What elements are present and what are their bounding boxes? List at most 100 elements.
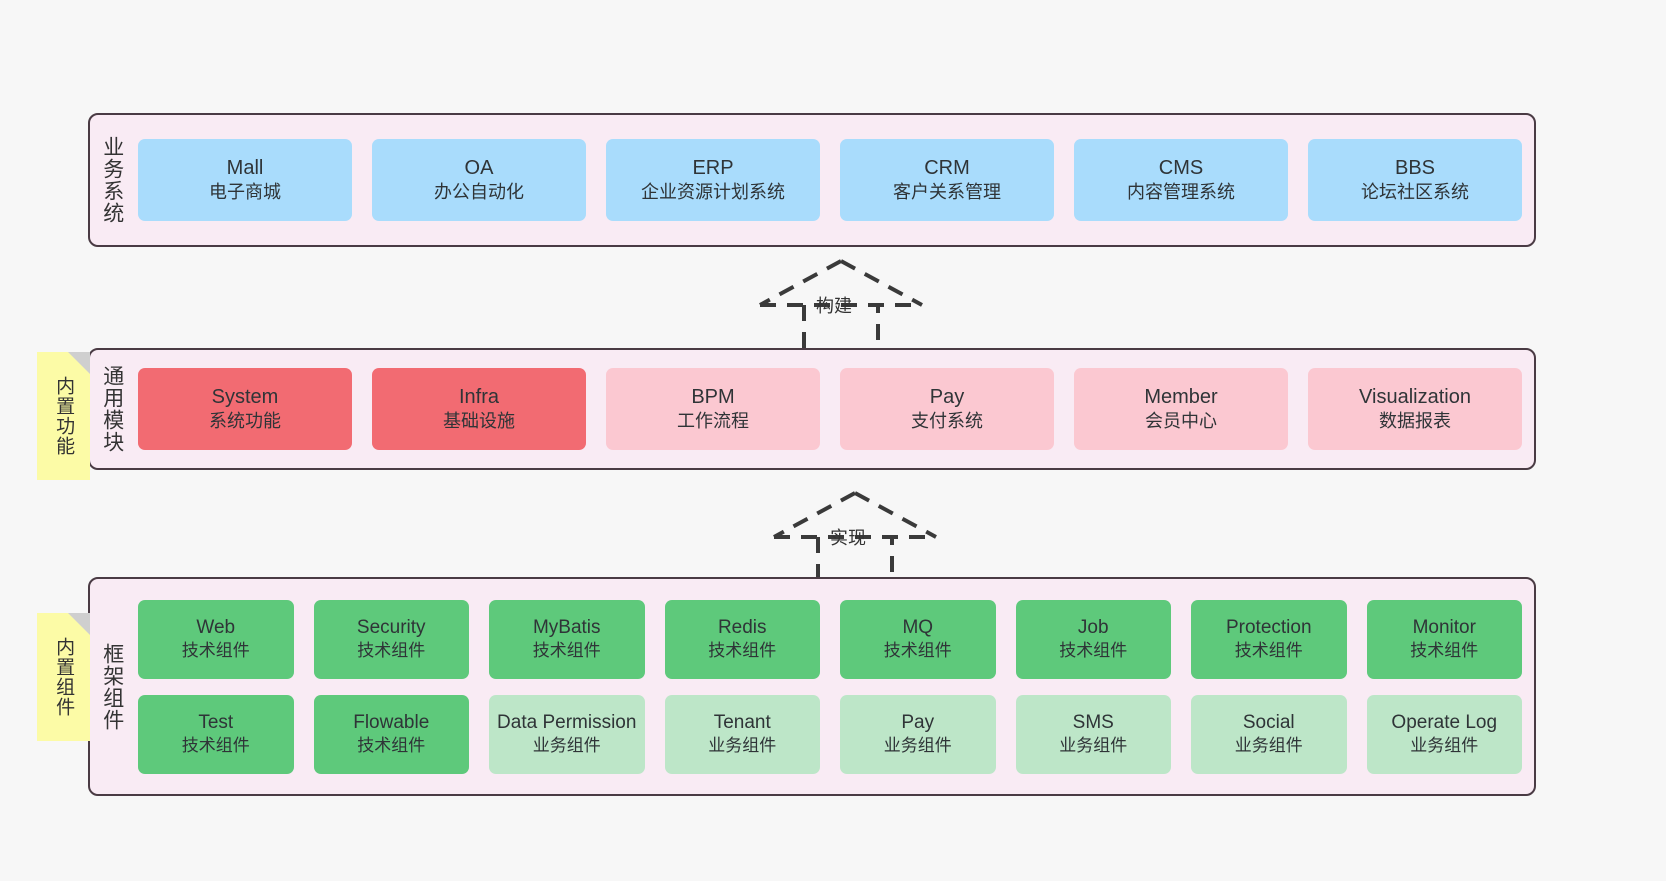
node-title-cn: 企业资源计划系统 [641,182,785,203]
node-title-cn: 业务组件 [708,736,777,756]
node-title-en: Visualization [1359,386,1471,409]
layer-body-framework-components: Web 技术组件 Security 技术组件 MyBatis 技术组件 Redi… [134,579,1534,794]
node-erp[interactable]: ERP 企业资源计划系统 [606,139,820,221]
node-mq[interactable]: MQ 技术组件 [840,599,996,679]
layer-business-systems: 业务系统 Mall 电子商城 OA 办公自动化 ERP 企业资源计划系统 CRM [88,113,1536,247]
node-title-cn: 技术组件 [181,641,250,661]
connector-implement-label: 实现 [830,528,866,548]
node-title-cn: 工作流程 [677,411,749,432]
node-visualization[interactable]: Visualization 数据报表 [1308,368,1522,450]
node-title-cn: 技术组件 [357,736,426,756]
node-title-en: Infra [458,386,500,409]
node-title-en: MyBatis [532,617,601,639]
node-title-cn: 会员中心 [1145,411,1217,432]
node-title-en: Web [196,617,236,639]
node-title-en: Member [1144,386,1218,409]
node-title-en: Job [1077,617,1109,639]
connector-build-label: 构建 [816,296,852,316]
node-web[interactable]: Web 技术组件 [138,599,294,679]
node-redis[interactable]: Redis 技术组件 [664,599,820,679]
node-title-en: BPM [691,386,735,409]
node-title-en: Test [198,712,234,734]
node-title-en: OA [464,157,494,180]
node-data-permission[interactable]: Data Permission 业务组件 [489,694,645,774]
node-title-en: Tenant [713,712,771,734]
node-title-cn: 基础设施 [443,411,515,432]
node-social[interactable]: Social 业务组件 [1191,694,1347,774]
layer-body-common-modules: System 系统功能 Infra 基础设施 BPM 工作流程 Pay 支付系统… [134,350,1534,468]
node-title-cn: 支付系统 [911,411,983,432]
node-title-en: SMS [1072,712,1114,734]
node-title-en: Redis [717,617,767,639]
node-tenant[interactable]: Tenant 业务组件 [664,694,820,774]
layer-row: Mall 电子商城 OA 办公自动化 ERP 企业资源计划系统 CRM 客户关系… [138,139,1522,221]
node-oa[interactable]: OA 办公自动化 [372,139,586,221]
folded-corner-icon [68,352,90,374]
node-title-en: Monitor [1412,617,1476,639]
sticky-note-label: 内置功能 [53,376,75,456]
node-title-cn: 技术组件 [1410,641,1479,661]
node-title-cn: 办公自动化 [434,182,524,203]
layer-row: Test 技术组件 Flowable 技术组件 Data Permission … [138,694,1522,774]
node-title-cn: 业务组件 [532,736,601,756]
node-mybatis[interactable]: MyBatis 技术组件 [489,599,645,679]
node-protection[interactable]: Protection 技术组件 [1191,599,1347,679]
node-job[interactable]: Job 技术组件 [1015,599,1171,679]
node-title-en: Data Permission [497,712,637,734]
sticky-note-builtin-function: 内置功能 [37,352,90,480]
node-sms[interactable]: SMS 业务组件 [1015,694,1171,774]
node-title-cn: 论坛社区系统 [1361,182,1469,203]
sticky-note-label: 内置组件 [53,637,75,717]
node-infra[interactable]: Infra 基础设施 [372,368,586,450]
node-title-cn: 数据报表 [1379,411,1451,432]
node-monitor[interactable]: Monitor 技术组件 [1366,599,1522,679]
node-title-en: Pay [929,386,965,409]
node-title-en: CRM [924,157,970,180]
node-title-cn: 电子商城 [209,182,281,203]
node-test[interactable]: Test 技术组件 [138,694,294,774]
layer-title-framework-components: 框架组件 [100,642,124,731]
node-title-cn: 内容管理系统 [1127,182,1235,203]
node-title-cn: 技术组件 [1234,641,1303,661]
node-cms[interactable]: CMS 内容管理系统 [1074,139,1288,221]
node-pay-component[interactable]: Pay 业务组件 [840,694,996,774]
node-title-en: System [211,386,279,409]
sticky-note-builtin-component: 内置组件 [37,613,90,741]
node-title-en: ERP [692,157,734,180]
node-title-cn: 客户关系管理 [893,182,1001,203]
node-operate-log[interactable]: Operate Log 业务组件 [1366,694,1522,774]
node-title-en: CMS [1158,157,1204,180]
node-mall[interactable]: Mall 电子商城 [138,139,352,221]
node-title-cn: 技术组件 [181,736,250,756]
node-member[interactable]: Member 会员中心 [1074,368,1288,450]
node-flowable[interactable]: Flowable 技术组件 [313,694,469,774]
layer-row: Web 技术组件 Security 技术组件 MyBatis 技术组件 Redi… [138,599,1522,679]
node-system[interactable]: System 系统功能 [138,368,352,450]
node-title-en: Protection [1225,617,1312,639]
node-title-en: MQ [902,617,934,639]
node-security[interactable]: Security 技术组件 [313,599,469,679]
node-title-en: Security [356,617,426,639]
node-title-cn: 业务组件 [1410,736,1479,756]
layer-title-common-modules: 通用模块 [100,365,124,453]
node-title-cn: 业务组件 [1234,736,1303,756]
node-pay-module[interactable]: Pay 支付系统 [840,368,1054,450]
node-title-cn: 技术组件 [357,641,426,661]
node-title-en: Mall [226,157,264,180]
node-title-cn: 技术组件 [532,641,601,661]
layer-common-modules: 通用模块 System 系统功能 Infra 基础设施 BPM 工作流程 Pay [88,348,1536,470]
layer-title-business-systems: 业务系统 [100,136,124,224]
node-title-cn: 技术组件 [883,641,952,661]
node-title-cn: 技术组件 [708,641,777,661]
node-title-cn: 系统功能 [209,411,281,432]
node-title-en: Operate Log [1391,712,1498,734]
layer-row: System 系统功能 Infra 基础设施 BPM 工作流程 Pay 支付系统… [138,368,1522,450]
node-title-cn: 业务组件 [883,736,952,756]
node-bbs[interactable]: BBS 论坛社区系统 [1308,139,1522,221]
node-bpm[interactable]: BPM 工作流程 [606,368,820,450]
node-title-en: Flowable [353,712,430,734]
node-crm[interactable]: CRM 客户关系管理 [840,139,1054,221]
folded-corner-icon [68,613,90,635]
layer-body-business-systems: Mall 电子商城 OA 办公自动化 ERP 企业资源计划系统 CRM 客户关系… [134,115,1534,245]
